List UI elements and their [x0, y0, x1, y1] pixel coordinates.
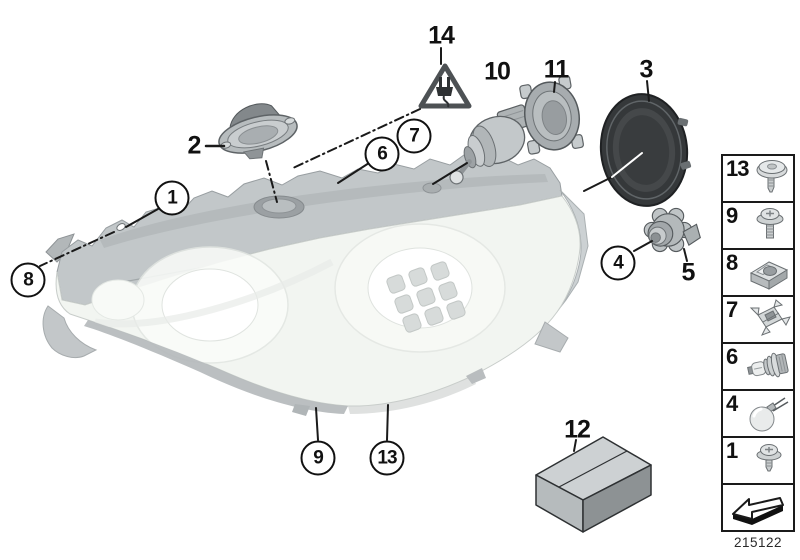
triangle-outline: [418, 63, 472, 109]
legend-row-7[interactable]: 7: [723, 297, 793, 344]
legend-7-number: 7: [726, 297, 738, 322]
callout-circle-7[interactable]: 7: [396, 118, 432, 154]
label-part-10[interactable]: 10: [484, 57, 511, 86]
label-part-2[interactable]: 2: [187, 131, 202, 160]
part-cap-2: [218, 103, 298, 160]
legend-13-number: 13: [726, 156, 750, 181]
label-part-14[interactable]: 14: [428, 21, 455, 50]
callout-circle-8[interactable]: 8: [10, 262, 46, 298]
headlight-lens: [55, 195, 581, 414]
leader-1: [125, 208, 159, 228]
legend-row-8[interactable]: 8: [723, 250, 793, 297]
projector-inner-left: [161, 268, 259, 342]
bottom-tab-1: [292, 404, 310, 416]
leader-2-dashdot: [265, 160, 278, 203]
leader-lines: [39, 47, 688, 452]
housing-inner-shadow: [100, 174, 548, 248]
warning-triangle-14: [418, 63, 472, 109]
label-part-12[interactable]: 12: [564, 415, 591, 444]
washer-screw-icon: [756, 208, 784, 239]
ball-bulb-icon: [749, 397, 789, 432]
part-adjuster-4-5: [643, 207, 701, 253]
callout-13-label: 13: [377, 447, 397, 468]
leader-5: [683, 248, 688, 262]
label-part-3[interactable]: 3: [639, 55, 654, 84]
legend-row-9[interactable]: 9: [723, 203, 793, 250]
part-cap-11: [519, 75, 584, 155]
leader-3-label: [646, 80, 650, 102]
legend-9-number: 9: [726, 203, 738, 228]
pan-screw-icon: [756, 444, 782, 472]
leader-4: [633, 240, 653, 252]
part-motor-10: [449, 104, 530, 185]
leader-10: [432, 162, 468, 185]
leader-11: [553, 81, 556, 93]
sheet-metal-nut-icon: [749, 261, 789, 290]
halogen-bulb-icon: [747, 352, 789, 378]
callout-circle-13[interactable]: 13: [369, 440, 405, 476]
legend-1-number: 1: [726, 438, 738, 463]
bulb-opening: [261, 198, 297, 214]
housing-boss: [422, 182, 442, 194]
callout-9-label: 9: [313, 447, 324, 468]
part-box-12: [535, 436, 652, 533]
label-part-5[interactable]: 5: [681, 258, 696, 287]
projector-small: [91, 279, 145, 321]
legend-row-arrow[interactable]: [723, 485, 793, 530]
callout-1-label: 1: [167, 187, 178, 208]
callout-circle-4[interactable]: 4: [600, 245, 636, 281]
legend-6-number: 6: [726, 344, 738, 369]
label-part-11[interactable]: 11: [543, 55, 569, 84]
diagram-id-number: 215122: [733, 535, 783, 550]
leader-3-white: [611, 152, 643, 178]
part-cover-3: [599, 93, 692, 207]
indicator-honeycomb: [386, 261, 466, 333]
leader-14-dashdot: [292, 108, 421, 169]
lens-bottom-shadow: [84, 320, 348, 414]
legend-row-4[interactable]: 4: [723, 391, 793, 438]
leader-12: [573, 439, 577, 452]
callout-8-label: 8: [23, 269, 34, 290]
fastener-legend: 13 9 8: [721, 154, 795, 532]
legend-4-number: 4: [726, 391, 738, 416]
lens-bottom-shadow-right: [348, 376, 476, 414]
callout-circle-6[interactable]: 6: [364, 136, 400, 172]
lower-right-wing: [534, 321, 569, 353]
bottom-tab-2: [466, 368, 486, 384]
legend-row-1[interactable]: 1: [723, 438, 793, 485]
callout-4-label: 4: [613, 252, 624, 273]
flange-screw-icon: [756, 160, 788, 193]
leader-8-dashdot: [39, 231, 115, 267]
callout-circle-9[interactable]: 9: [300, 440, 336, 476]
screw-1-in-drawing: [116, 223, 126, 231]
lower-left-wing: [42, 305, 98, 359]
housing-right-edge: [555, 189, 589, 314]
leader-6: [337, 162, 370, 184]
lens-swoosh: [94, 258, 334, 328]
legend-row-6[interactable]: 6: [723, 344, 793, 391]
callout-7-label: 7: [409, 125, 420, 146]
callout-circle-1[interactable]: 1: [154, 180, 190, 216]
direction-arrow-icon: [732, 497, 784, 525]
legend-row-13[interactable]: 13: [723, 156, 793, 203]
callout-6-label: 6: [377, 143, 388, 164]
spring-clip-icon: [749, 299, 791, 336]
legend-8-number: 8: [726, 250, 738, 275]
leader-9: [315, 407, 319, 441]
leader-3-black: [583, 176, 613, 192]
leader-13: [386, 404, 389, 441]
plug-icon: [436, 77, 453, 108]
